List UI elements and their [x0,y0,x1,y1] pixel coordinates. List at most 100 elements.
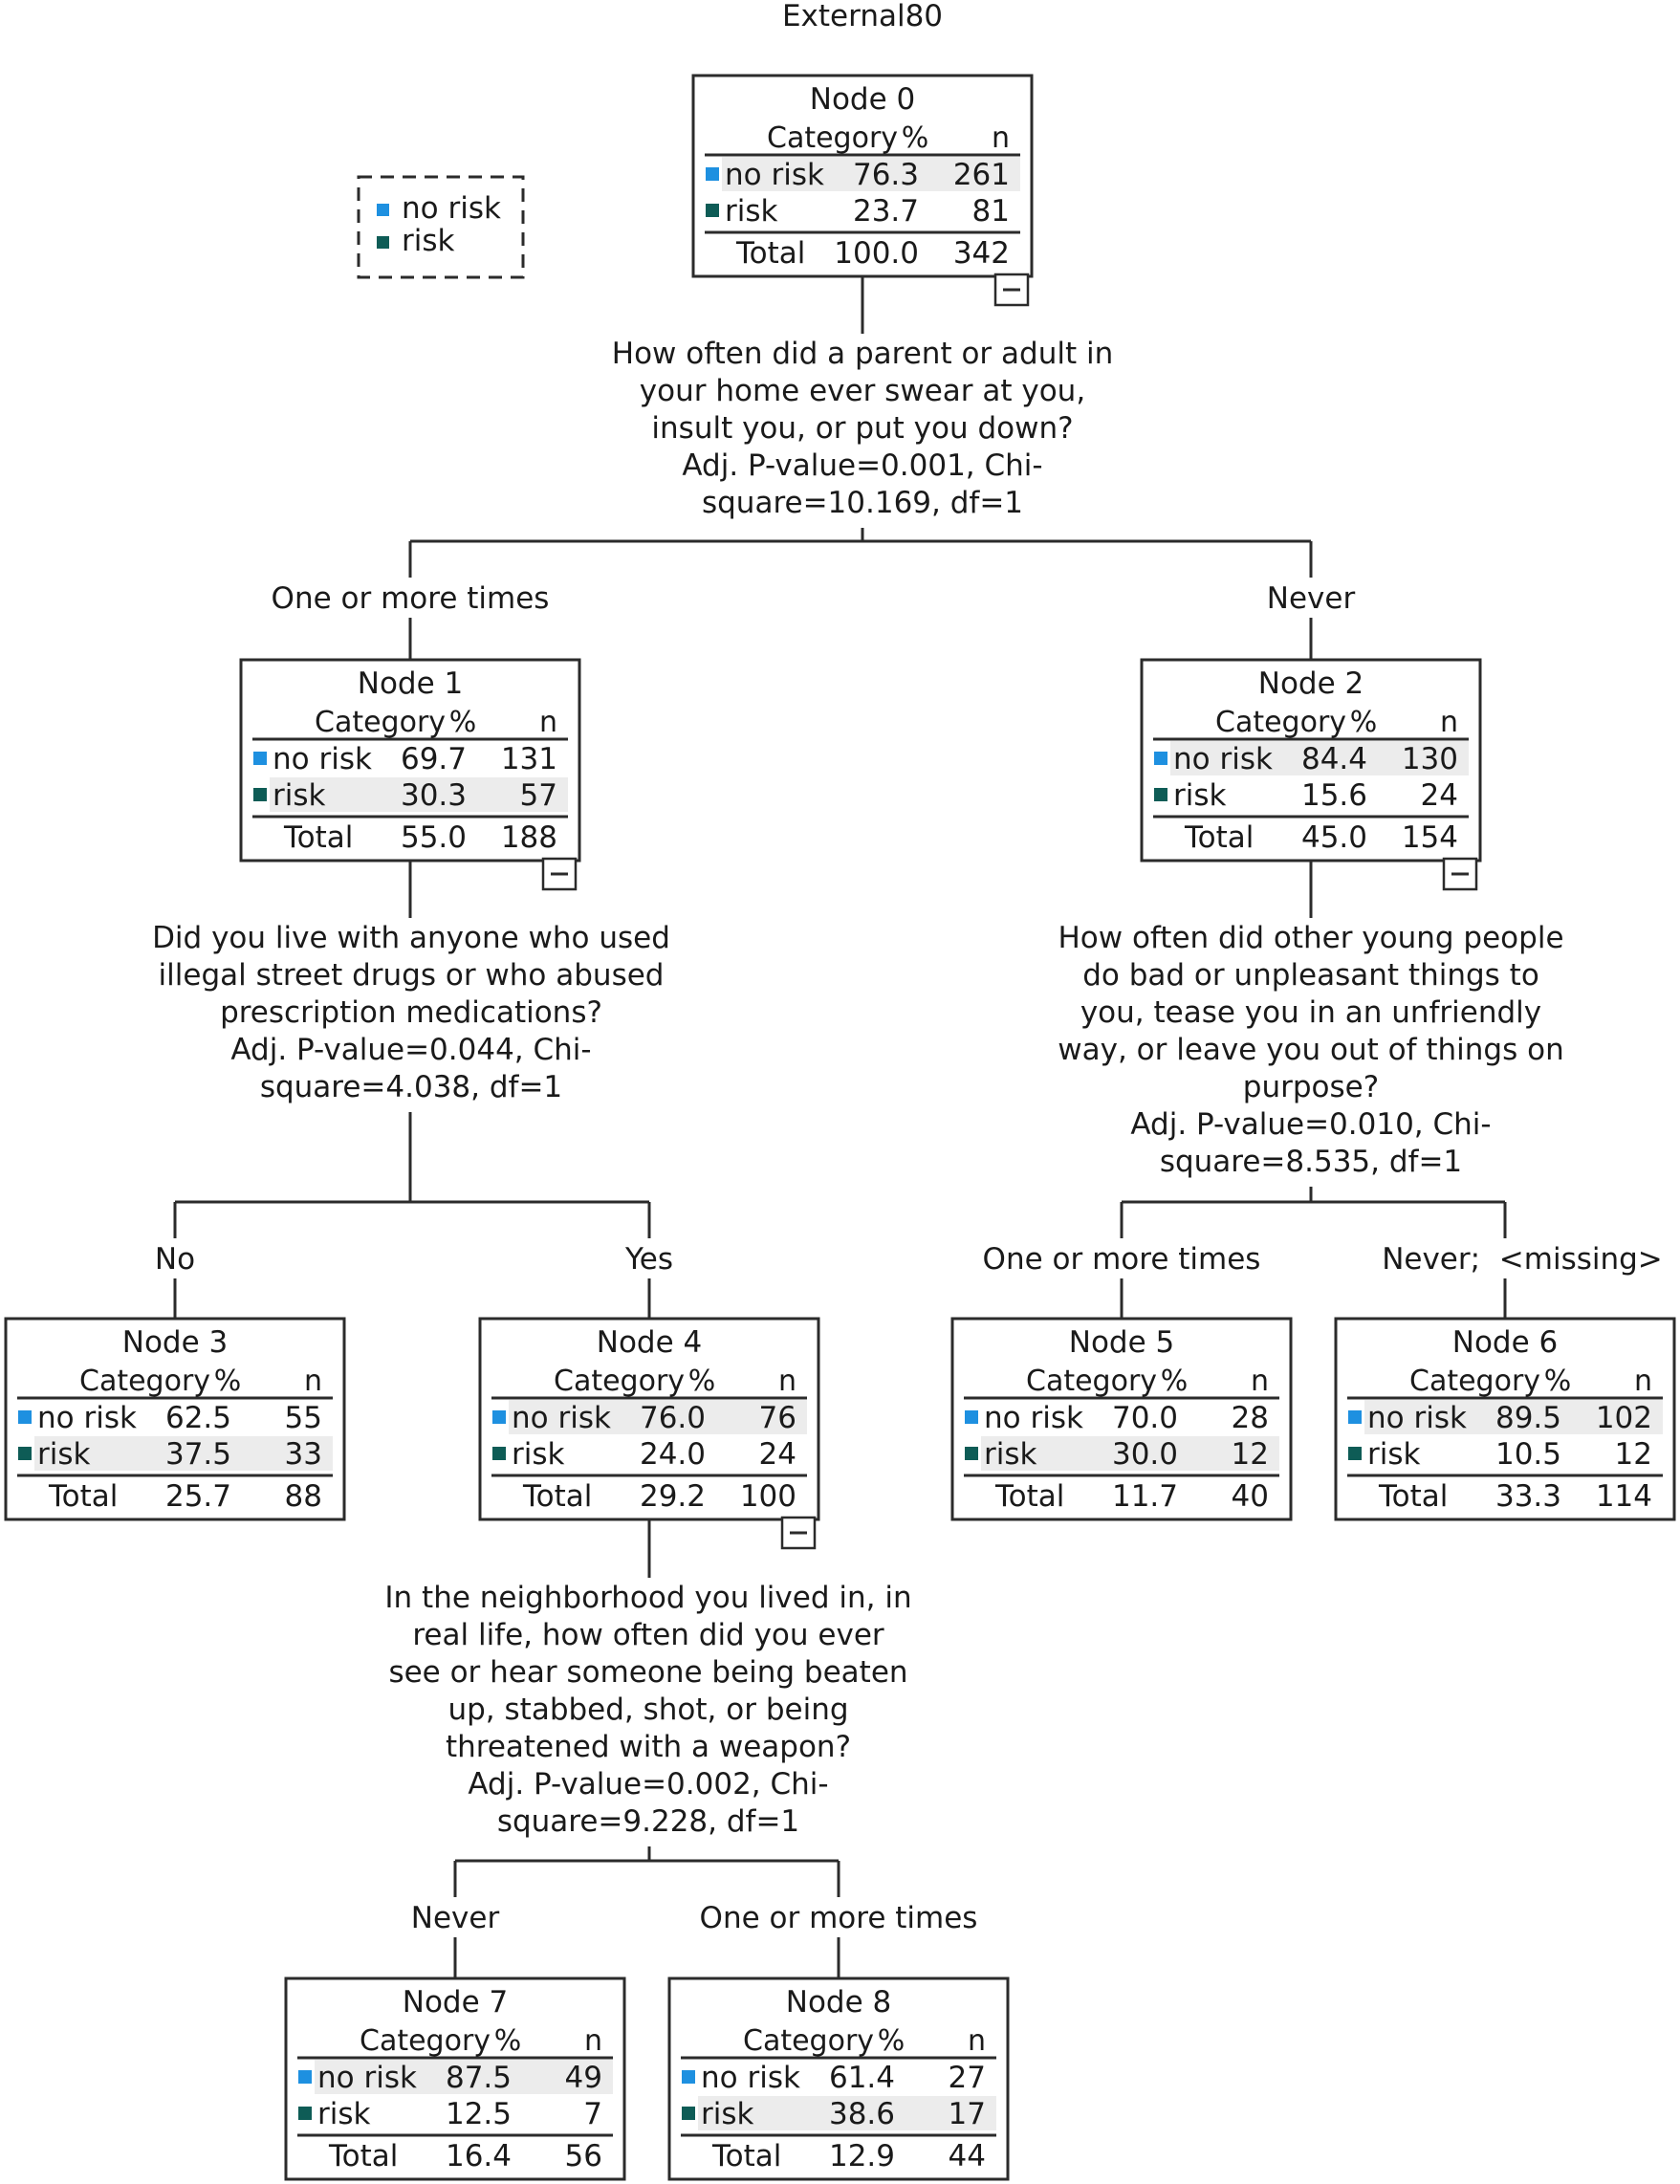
row-category: no risk [1173,742,1273,776]
row-highlight [34,1436,333,1471]
row-category: risk [1173,778,1227,813]
header-category: Category [79,1365,210,1398]
collapse-toggle[interactable] [780,1516,817,1550]
row-category: risk [37,1437,91,1472]
row-category: no risk [984,1401,1083,1435]
category-swatch [253,788,267,801]
row-category: risk [273,778,326,813]
header-n: n [1440,706,1458,739]
row-n: 55 [285,1401,322,1435]
split-question-node-1: Did you live with anyone who usedillegal… [152,921,670,1104]
header-percent: % [1350,706,1378,739]
header-percent: % [214,1365,242,1398]
branch-label-1-4: Yes [624,1242,673,1277]
header-n: n [304,1365,322,1398]
split-line: threatened with a weapon? [446,1730,851,1764]
branch-label-2-6: Never; <missing> [1382,1242,1663,1277]
row-percent: 84.4 [1301,742,1367,776]
row-percent: 89.5 [1495,1401,1561,1435]
row-highlight [981,1436,1279,1471]
total-label: Total [1184,820,1254,855]
row-n: 7 [583,2097,602,2131]
split-line: see or hear someone being beaten [388,1655,907,1690]
header-category: Category [743,2024,874,2058]
header-percent: % [688,1365,716,1398]
row-n: 12 [1615,1437,1652,1472]
row-n: 24 [759,1437,796,1472]
split-line: How often did other young people [1058,921,1563,955]
row-category: no risk [725,158,824,192]
header-category: Category [360,2024,491,2058]
row-category: no risk [317,2061,417,2095]
total-label: Total [48,1479,118,1514]
total-percent: 25.7 [165,1479,231,1514]
row-percent: 37.5 [165,1437,231,1472]
split-line: real life, how often did you ever [412,1618,884,1652]
split-line: do bad or unpleasant things to [1082,958,1539,993]
branch-label-4-8: One or more times [700,1901,978,1935]
split-question-node-4: In the neighborhood you lived in, inreal… [384,1581,911,1839]
total-label: Total [1378,1479,1448,1514]
total-n: 88 [285,1479,322,1514]
row-percent: 30.0 [1112,1437,1178,1472]
split-line: insult you, or put you down? [651,411,1073,446]
row-n: 102 [1596,1401,1652,1435]
header-percent: % [494,2024,522,2058]
category-swatch [492,1410,506,1424]
total-percent: 29.2 [640,1479,706,1514]
total-label: Total [735,236,805,271]
row-n: 130 [1402,742,1458,776]
category-swatch [706,167,719,181]
split-line: square=10.169, df=1 [702,486,1023,520]
row-category: risk [1367,1437,1421,1472]
collapse-toggle[interactable] [1442,857,1478,891]
collapse-toggle[interactable] [993,273,1030,307]
total-percent: 100.0 [834,236,919,271]
node-title: Node 3 [122,1325,228,1360]
total-label: Total [994,1479,1064,1514]
row-percent: 62.5 [165,1401,231,1435]
header-percent: % [449,706,477,739]
row-percent: 24.0 [640,1437,706,1472]
category-swatch [18,1410,32,1424]
header-category: Category [1215,706,1346,739]
category-swatch [965,1447,978,1460]
branch-label-0-2: Never [1267,581,1356,616]
row-category: no risk [273,742,372,776]
legend-swatch-no-risk [377,204,389,216]
node-frame [667,1977,1010,2181]
row-category: no risk [512,1401,611,1435]
row-percent: 70.0 [1112,1401,1178,1435]
row-highlight [270,777,568,812]
split-line: Adj. P-value=0.002, Chi- [468,1767,828,1802]
category-swatch [1154,752,1167,765]
legend-label-risk: risk [402,224,455,258]
total-n: 114 [1596,1479,1652,1514]
category-swatch [298,2070,312,2084]
split-line: Did you live with anyone who used [152,921,670,955]
row-category: risk [701,2097,754,2131]
node-title: Node 6 [1452,1325,1558,1360]
row-highlight [509,1400,807,1434]
header-n: n [778,1365,796,1398]
split-line: way, or leave you out of things on [1058,1033,1563,1067]
split-line: Adj. P-value=0.001, Chi- [682,448,1042,483]
row-n: 17 [949,2097,986,2131]
collapse-toggle[interactable] [541,857,578,891]
node-title: Node 5 [1069,1325,1174,1360]
total-percent: 33.3 [1495,1479,1561,1514]
node-title: Node 2 [1258,666,1364,701]
total-n: 56 [565,2139,602,2173]
branch-label-2-5: One or more times [983,1242,1261,1277]
